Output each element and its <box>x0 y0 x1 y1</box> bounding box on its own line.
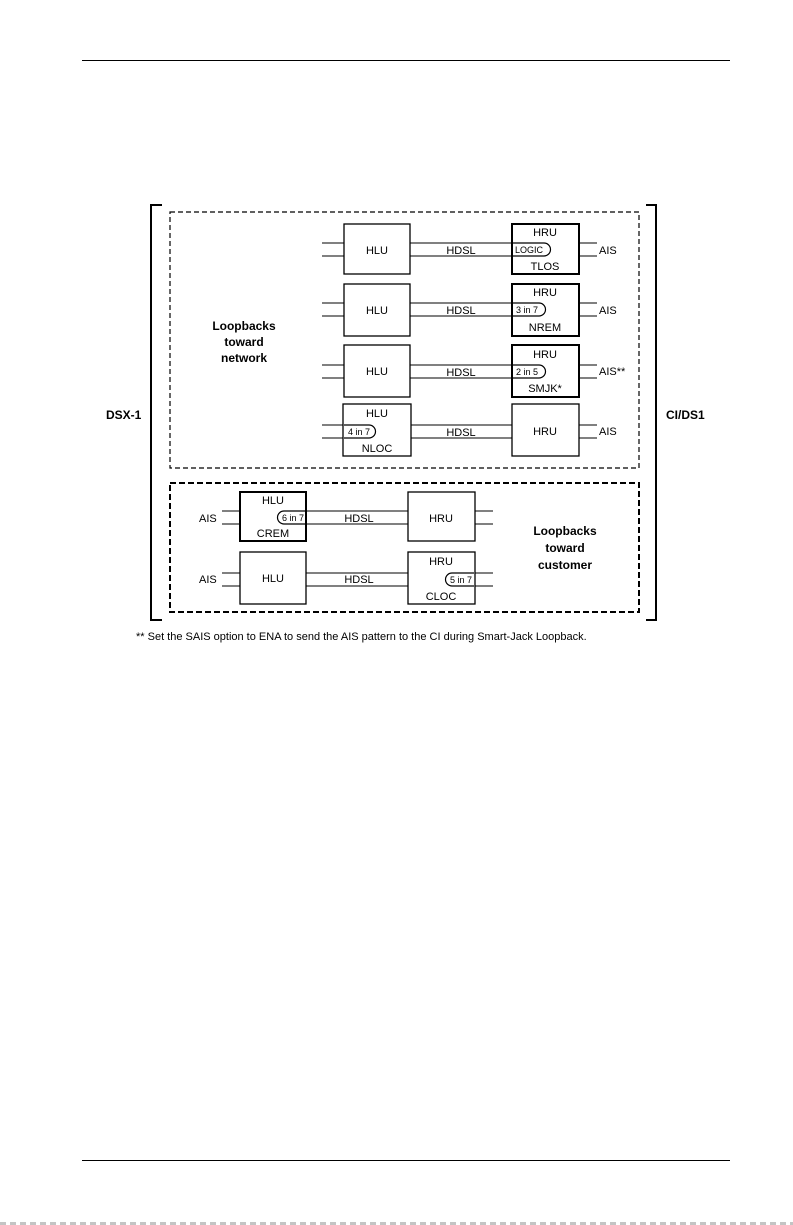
svg-text:2 in 5: 2 in 5 <box>516 367 538 377</box>
svg-text:HLU: HLU <box>366 245 388 257</box>
ais-label: AIS <box>599 245 617 257</box>
hru-box <box>511 403 580 457</box>
hlu-box <box>343 344 411 398</box>
loopback-indicator <box>344 424 377 439</box>
svg-text:toward: toward <box>545 541 584 555</box>
svg-text:SMJK*: SMJK* <box>528 383 562 395</box>
hlu-box <box>343 223 411 275</box>
row-nrem: HLU HDSL HRU 3 in 7 NREM AIS <box>322 283 617 337</box>
svg-text:HLU: HLU <box>262 495 284 507</box>
network-group-label: Loopbacks toward network <box>212 319 276 365</box>
page-edge <box>0 1222 793 1225</box>
row-smjk: HLU HDSL HRU 2 in 5 SMJK* AIS** <box>322 344 626 398</box>
svg-text:HLU: HLU <box>366 305 388 317</box>
cids1-label: CI/DS1 <box>666 408 705 422</box>
svg-text:LOGIC: LOGIC <box>515 245 544 255</box>
svg-text:HRU: HRU <box>429 556 453 568</box>
ais-label: AIS <box>599 305 617 317</box>
svg-text:TLOS: TLOS <box>531 261 560 273</box>
hdsl-label: HDSL <box>446 367 475 379</box>
footer-rule <box>82 1160 730 1161</box>
loopback-indicator <box>513 364 547 379</box>
hlu-box <box>343 283 411 337</box>
loopback-indicator <box>276 510 305 525</box>
hdsl-label: HDSL <box>446 245 475 257</box>
svg-text:4 in 7: 4 in 7 <box>348 427 370 437</box>
loopback-diagram: DSX-1 CI/DS1 Loopbacks toward network Lo… <box>106 204 705 643</box>
hlu-box <box>239 551 307 605</box>
svg-text:network: network <box>221 351 267 365</box>
row-cloc: AIS HLU HDSL HRU 5 in 7 CLOC <box>199 551 493 605</box>
ais-label: AIS <box>199 513 217 525</box>
svg-text:Loopbacks: Loopbacks <box>533 524 597 538</box>
customer-loopbacks-group <box>169 482 640 613</box>
network-loopbacks-group <box>169 211 640 469</box>
footnote: ** Set the SAIS option to ENA to send th… <box>136 631 587 643</box>
row-nloc: HLU 4 in 7 NLOC HDSL HRU AIS <box>322 403 617 457</box>
svg-text:Loopbacks: Loopbacks <box>212 319 276 333</box>
svg-text:toward: toward <box>224 335 263 349</box>
svg-text:5 in 7: 5 in 7 <box>450 575 472 585</box>
svg-text:CLOC: CLOC <box>426 591 457 603</box>
svg-text:NLOC: NLOC <box>362 443 393 455</box>
svg-text:HRU: HRU <box>533 349 557 361</box>
dsx1-label: DSX-1 <box>106 408 142 422</box>
hdsl-label: HDSL <box>344 574 373 586</box>
svg-text:HLU: HLU <box>366 366 388 378</box>
svg-text:NREM: NREM <box>529 322 561 334</box>
svg-text:HLU: HLU <box>262 573 284 585</box>
right-bracket <box>646 204 657 621</box>
svg-text:HRU: HRU <box>533 426 557 438</box>
svg-text:HLU: HLU <box>366 408 388 420</box>
hdsl-label: HDSL <box>446 305 475 317</box>
ais-label: AIS <box>599 426 617 438</box>
row-tlos: HLU HDSL HRU LOGIC TLOS AIS <box>322 223 617 275</box>
hru-box <box>407 551 476 605</box>
customer-group-label: Loopbacks toward customer <box>533 524 597 572</box>
left-bracket <box>150 204 162 621</box>
svg-text:HRU: HRU <box>533 227 557 239</box>
row-crem: AIS HLU 6 in 7 CREM HDSL HRU <box>199 491 493 542</box>
loopback-indicator <box>513 302 547 317</box>
svg-text:HRU: HRU <box>429 513 453 525</box>
hdsl-label: HDSL <box>344 513 373 525</box>
svg-text:customer: customer <box>538 558 592 572</box>
loopback-indicator <box>513 242 552 257</box>
ais-label: AIS** <box>599 366 626 378</box>
svg-text:CREM: CREM <box>257 528 289 540</box>
svg-text:3 in 7: 3 in 7 <box>516 305 538 315</box>
hru-box <box>407 491 476 542</box>
svg-text:6 in 7: 6 in 7 <box>282 513 304 523</box>
hdsl-label: HDSL <box>446 427 475 439</box>
loopback-indicator <box>444 572 474 587</box>
header-rule <box>82 60 730 61</box>
ais-label: AIS <box>199 574 217 586</box>
svg-text:HRU: HRU <box>533 287 557 299</box>
